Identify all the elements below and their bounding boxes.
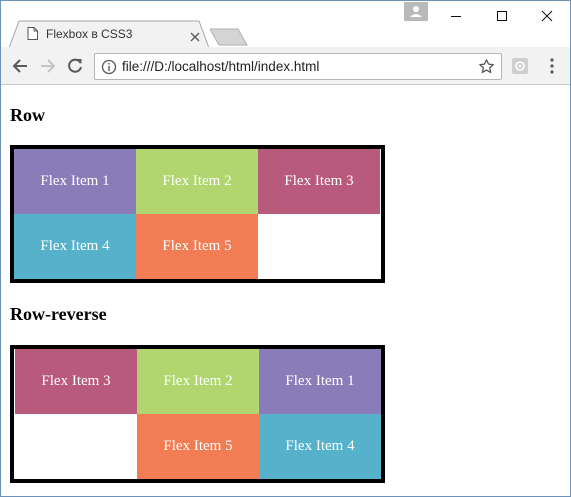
title-bar: Flexbox в CSS3	[1, 1, 570, 48]
flex-container-row-reverse: Flex Item 1 Flex Item 2 Flex Item 3 Flex…	[10, 345, 385, 483]
maximize-button[interactable]	[479, 1, 525, 31]
page-icon	[27, 27, 38, 45]
flex-item-5: Flex Item 5	[137, 414, 259, 479]
heading-row: Row	[10, 105, 45, 125]
reload-icon[interactable]	[66, 57, 84, 80]
kebab-menu-icon[interactable]	[549, 58, 555, 79]
star-icon[interactable]	[478, 58, 495, 80]
close-icon[interactable]	[190, 29, 200, 47]
flex-item-1: Flex Item 1	[259, 349, 381, 414]
flex-container-row: Flex Item 1 Flex Item 2 Flex Item 3 Flex…	[10, 145, 385, 283]
flex-item-4: Flex Item 4	[259, 414, 381, 479]
extension-icon[interactable]	[511, 57, 529, 80]
url-text[interactable]: file:///D:/localhost/html/index.html	[122, 59, 320, 74]
address-bar[interactable]: file:///D:/localhost/html/index.html	[94, 53, 502, 80]
flex-item-2: Flex Item 2	[136, 149, 258, 214]
flex-item-3: Flex Item 3	[258, 149, 380, 214]
info-icon[interactable]	[101, 59, 117, 80]
tab-title: Flexbox в CSS3	[46, 27, 133, 41]
profile-icon[interactable]	[404, 2, 428, 21]
arrow-right-icon[interactable]	[39, 57, 57, 80]
flex-item-3: Flex Item 3	[15, 349, 137, 414]
close-window-button[interactable]	[524, 1, 570, 31]
minimize-button[interactable]	[433, 1, 479, 31]
flex-item-5: Flex Item 5	[136, 214, 258, 279]
flex-item-2: Flex Item 2	[137, 349, 259, 414]
new-tab-button[interactable]	[209, 28, 248, 51]
page-content: Row Flex Item 1 Flex Item 2 Flex Item 3 …	[1, 86, 570, 496]
arrow-left-icon[interactable]	[11, 57, 29, 80]
toolbar: file:///D:/localhost/html/index.html	[1, 47, 570, 85]
flex-item-4: Flex Item 4	[14, 214, 136, 279]
heading-row-reverse: Row-reverse	[10, 304, 107, 324]
tab-active[interactable]: Flexbox в CSS3	[9, 20, 209, 48]
flex-item-1: Flex Item 1	[14, 149, 136, 214]
